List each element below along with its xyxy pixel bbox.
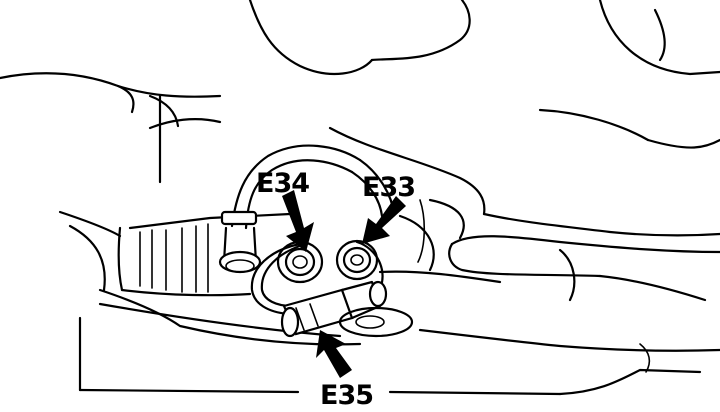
label-e33: E33 xyxy=(362,172,415,203)
connector-e35 xyxy=(280,280,414,338)
lower-frame xyxy=(78,302,720,396)
connector-e33 xyxy=(335,239,379,281)
label-e35: E35 xyxy=(320,380,373,411)
arrow-e34 xyxy=(282,190,314,252)
arrow-e35 xyxy=(316,330,352,378)
transmission-case xyxy=(328,126,720,302)
connector-e34 xyxy=(276,240,324,284)
arrow-e33 xyxy=(362,196,406,244)
label-e34: E34 xyxy=(256,168,309,199)
hose-connector-plug xyxy=(218,226,262,274)
oil-pan xyxy=(58,210,362,346)
vehicle-body-outline xyxy=(0,0,720,184)
